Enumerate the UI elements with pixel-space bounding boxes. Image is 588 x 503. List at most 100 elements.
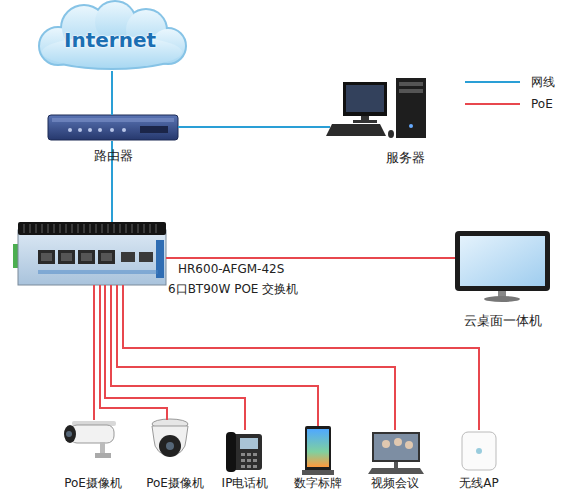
legend-line [465,103,520,105]
node-label: 视频会议 [350,476,440,490]
server-icon [326,78,426,138]
legend: 网线 PoE [465,71,555,115]
switch-icon [78,250,95,264]
ip-phone: IP电话机 [226,430,264,472]
legend-item: PoE [465,93,555,115]
switch-icon [98,250,115,264]
router-icon [52,118,174,122]
server-icon [399,89,423,93]
video-conference-icon [368,432,424,474]
desktop-monitor-icon [484,296,520,302]
router-icon [110,128,114,132]
router-node: 路由器 [48,115,178,141]
server-icon [326,124,386,136]
poe-camera: PoE摄像机 [148,420,192,464]
wireless-ap: 无线AP [460,430,498,470]
node-label: IP电话机 [200,476,290,490]
network-cable [111,71,113,115]
router-icon [68,128,72,132]
poe-camera: PoE摄像机 [62,420,120,462]
video-conference-icon [394,462,398,468]
node-label: Internet [30,28,190,52]
router-icon [140,126,168,133]
digital-signage-icon [302,470,334,475]
video-conference-icon [374,434,418,460]
legend-swatch [465,77,525,87]
switch-icon [38,250,55,264]
ip-phone-icon [247,465,251,468]
cloud-desktop: 云桌面一体机 [455,230,550,302]
ip-phone-icon [253,465,257,468]
ip-phone-icon [226,432,236,472]
dome-camera-icon [166,442,174,450]
digital-signage-icon [305,426,331,472]
ip-phone-icon [241,453,245,456]
switch-icon [81,253,92,261]
node-label: PoE摄像机 [130,476,220,490]
node-sublabel: 6口BT90W POE 交换机 [168,282,338,296]
ip-phone-icon [240,438,258,449]
ip-phone-icon [253,459,257,462]
wireless-ap-icon [462,432,496,470]
poe-cable [111,285,318,426]
router-icon [122,128,126,132]
router-icon [98,128,102,132]
wireless-ap-icon [476,448,482,454]
legend-label: PoE [531,97,553,111]
video-conference-icon [394,438,402,446]
ip-phone-icon [226,432,262,472]
node-label: PoE摄像机 [48,476,138,490]
server-icon [396,78,426,138]
desktop-monitor-icon [460,236,545,286]
poe-switch: HR600-AFGM-42S6口BT90W POE 交换机 [18,222,166,285]
server-icon [353,120,377,123]
video-conference-icon [372,432,420,462]
server-icon [346,85,384,112]
video-conference-icon [405,441,413,449]
switch-icon [38,270,158,274]
server-icon [409,124,413,128]
switch-icon [58,250,75,264]
video-conference-icon [368,468,424,474]
node-label: 服务器 [375,150,435,166]
node-label: 无线AP [434,476,524,490]
video-conference-icon [382,440,390,448]
switch-icon [139,252,153,262]
server-icon [399,82,423,86]
dome-camera-icon [152,419,188,457]
legend-swatch [465,99,525,109]
poe-cable [166,257,455,259]
dome-camera-icon [152,426,188,456]
ip-phone-icon [253,453,257,456]
switch-icon [18,222,166,235]
router-icon [48,115,178,140]
legend-label: 网线 [531,74,555,91]
poe-cable [117,285,395,430]
ip-phone-icon [241,465,245,468]
switch-icon [24,224,156,233]
switch-icon [61,253,72,261]
router-icon [48,115,178,140]
desktop-monitor-icon [455,231,550,302]
node-label: 路由器 [48,148,178,164]
legend-item: 网线 [465,71,555,93]
bullet-camera-icon [66,431,72,437]
digital-signage: 数字标牌 [300,426,336,476]
network-cable [178,126,330,128]
digital-signage-icon [302,426,334,475]
internet-cloud: Internet [30,3,190,71]
switch-icon [121,252,135,262]
node-label: 数字标牌 [273,476,363,490]
desktop-monitor-icon [455,231,550,291]
server-icon [388,130,394,138]
switch-icon [41,253,52,261]
digital-signage-icon [307,429,329,467]
ip-phone-icon [247,453,251,456]
poe-cable [93,285,95,420]
server-node: 服务器 [330,78,430,140]
bullet-camera-icon [64,425,76,443]
switch-icon [101,253,112,261]
